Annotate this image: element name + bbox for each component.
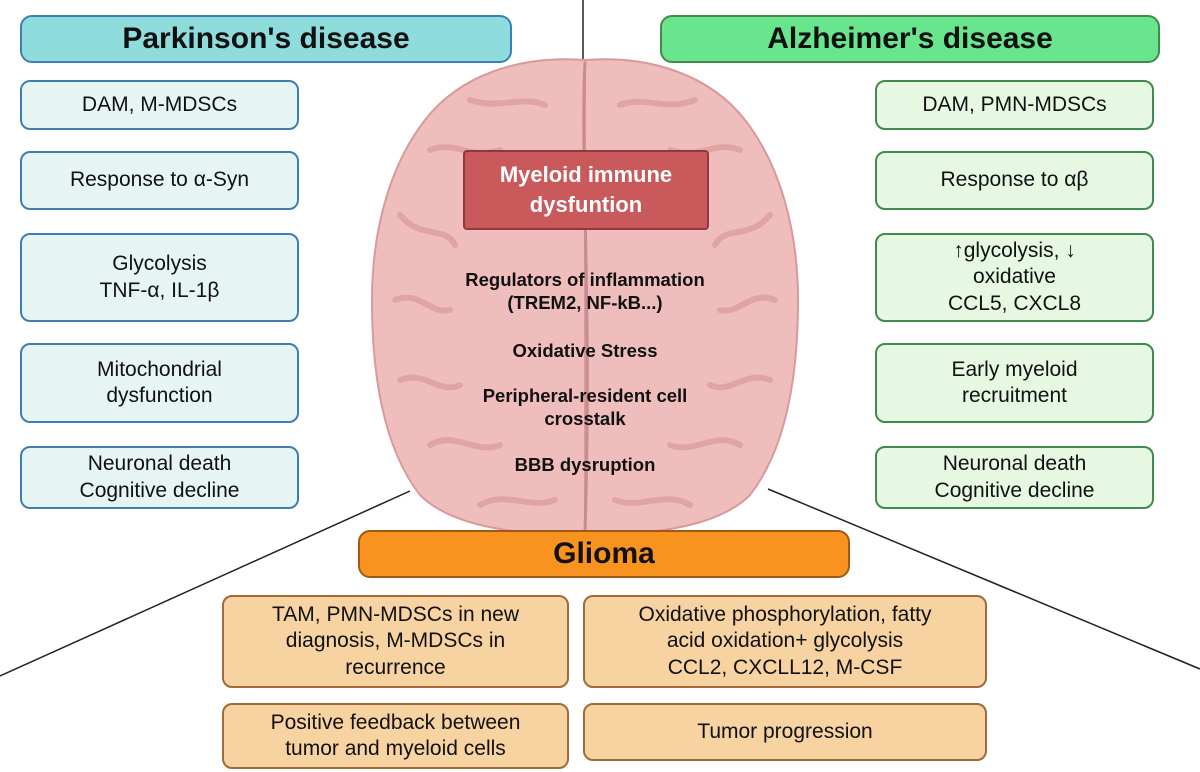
parkinson-item-response: Response to α-Syn [20,151,299,210]
center-point-oxidative-stress: Oxidative Stress [512,340,658,361]
alzheimer-item-recruitment: Early myeloid recruitment [875,343,1154,423]
center-title: Myeloid immune dysfuntion [463,150,709,230]
glioma-item-outcome: Tumor progression [583,703,987,761]
parkinson-item-outcome: Neuronal death Cognitive decline [20,446,299,509]
parkinson-item-mitochondria: Mitochondrial dysfunction [20,343,299,423]
center-point-crosstalk: Peripheral-resident cell crosstalk [482,385,688,430]
alzheimer-title: Alzheimer's disease [660,15,1160,63]
alzheimer-item-response: Response to αβ [875,151,1154,210]
glioma-title: Glioma [358,530,850,578]
alzheimer-item-outcome: Neuronal death Cognitive decline [875,446,1154,509]
left-divider-line [0,490,411,677]
center-point-bbb: BBB dysruption [514,454,656,475]
alzheimer-item-metabolism: ↑glycolysis, ↓ oxidative CCL5, CXCL8 [875,233,1154,322]
glioma-item-feedback: Positive feedback between tumor and myel… [222,703,569,769]
glioma-item-cell-types: TAM, PMN-MDSCs in new diagnosis, M-MDSCs… [222,595,569,688]
alzheimer-item-cell-types: DAM, PMN-MDSCs [875,80,1154,130]
center-point-regulators: Regulators of inflammation (TREM2, NF-kB… [465,269,705,314]
right-divider-line [767,488,1200,670]
parkinson-item-metabolism: Glycolysis TNF-α, IL-1β [20,233,299,322]
parkinson-title: Parkinson's disease [20,15,512,63]
glioma-item-metabolism: Oxidative phosphorylation, fatty acid ox… [583,595,987,688]
parkinson-item-cell-types: DAM, M-MDSCs [20,80,299,130]
